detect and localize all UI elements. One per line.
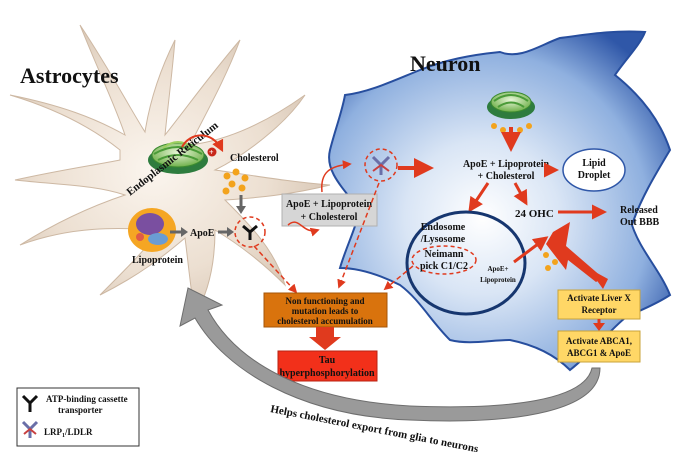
accum-line1: Non functioning and [285,296,364,306]
center-complex-box [281,193,378,227]
apoe-label: ApoE [190,228,215,239]
legend-abc-icon [21,394,39,412]
legend-abc-line2: transporter [58,405,103,415]
endosome-line4: pick C1/C2 [420,261,468,272]
complex-to-endosome-arrow [468,182,490,213]
plus-sign: + [209,148,214,157]
transporter-highlight [234,216,266,248]
endosome-line2: /Lysosome [420,234,466,245]
legend-lrp-icon [21,420,39,438]
apoe-to-transporter-arrow [227,227,234,237]
neuron-complex-line1: ApoE + Lipoprotein [463,159,550,170]
accum-to-tau-arrow [309,327,341,350]
endoplasmic-reticulum-icon [148,141,208,174]
er-to-cholesterol-arrow [181,134,224,153]
endosome-line3: Neimann [425,249,464,260]
npc-highlight [411,245,477,275]
plus-icon [207,147,217,157]
ohc-label: 24 OHC [515,208,554,220]
export-curved-arrow [179,287,601,422]
neuron-title: Neuron [410,51,481,76]
lightning-icon [546,222,603,282]
lipoprotein-icon [128,208,176,252]
neuron-cholesterol-dots-icon [491,123,532,133]
endosome-ellipse [405,210,527,316]
lipid-droplet [562,148,626,192]
tau-box [277,350,378,382]
cholesterol-dots-icon [222,168,249,195]
lipid-line2: Droplet [578,170,611,181]
tau-line2: hyperphosphorylation [279,368,374,379]
complex-to-ohc-arrow [513,182,528,206]
tau-line1: Tau [319,355,336,366]
apoe-lipo-line2: Lipoprotein [480,276,516,284]
abc-transporter-icon [242,224,258,240]
legend-abc-line1: ATP-binding cassette [46,394,128,404]
accum-line3: cholesterol accumulation [277,316,373,326]
neuron-er-icon [487,91,535,119]
cholesterol-label: Cholesterol [230,153,279,164]
lxr-line2: Receptor [582,305,617,315]
lrp-receptor-icon [371,155,391,175]
receptor-to-accum-dashed [337,182,380,289]
legend-lrp-text: LRP1/LDLR [44,427,93,439]
endosome-line1: Endosome [421,222,466,233]
accum-line2: mutation leads to [292,306,359,316]
lipid-line1: Lipid [582,158,606,169]
receptor-highlight [364,148,398,182]
abca-box [557,330,641,363]
released-line2: Out BBB [620,217,660,228]
lxr-line1: Activate Liver X [567,293,631,303]
transporter-to-accum-dashed [253,245,298,294]
lipoprotein-label: Lipoprotein [132,255,183,266]
neuron-complex-line2: + Cholesterol [478,171,535,182]
center-complex-line2: + Cholesterol [301,212,358,223]
apoe-lipo-line1: ApoE+ [487,265,508,273]
astrocytes-title: Astrocytes [20,63,119,88]
lxr-box [557,289,641,320]
abca-line2: ABCG1 & ApoE [567,348,631,358]
endosome-to-ohc-arrow [513,236,549,264]
lxr-to-abca-arrow [593,323,605,331]
lipo-to-apoe-arrow [181,227,188,237]
released-line1: Released [620,205,658,216]
center-complex-line1: ApoE + Lipoprotein [286,199,373,210]
npc-to-accum-dashed [383,265,414,291]
accumulation-box [263,292,388,328]
ohc-cholesterol-dots-icon [543,252,558,271]
abca-line1: Activate ABCA1, [566,336,632,346]
center-to-neuron-arrow [321,160,352,193]
